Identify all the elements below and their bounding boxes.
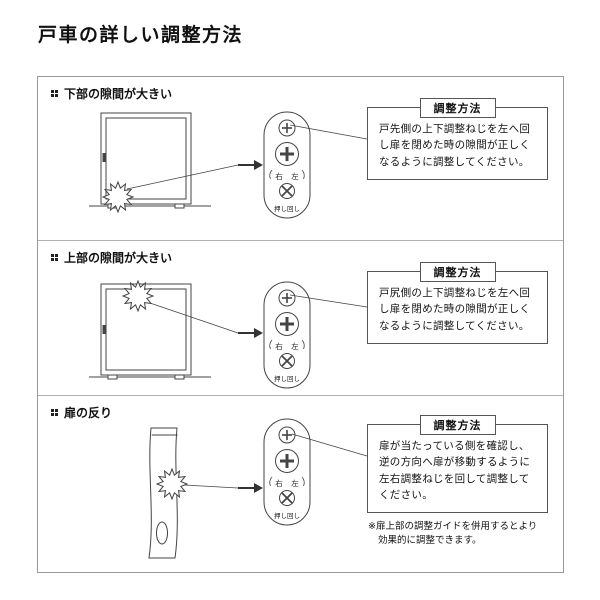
section-heading: 上部の隙間が大きい — [51, 249, 172, 266]
section-illustration: 右 左 押し回し — [89, 279, 368, 389]
updown-adjust-screw-icon — [275, 449, 299, 473]
content-frame: 下部の隙間が大きい — [37, 76, 564, 573]
top-screw-icon — [278, 119, 296, 137]
gap-starburst-icon — [101, 180, 135, 214]
section-illustration: 右 左 押し回し — [89, 111, 368, 219]
callout-pointer-line — [289, 124, 368, 140]
warp-starburst-icon — [155, 467, 189, 501]
label-push-turn: 押し回し — [274, 511, 300, 520]
gap-starburst-icon — [121, 279, 155, 313]
callout-body: 戸先側の上下調整ねじを左へ回し扉を閉めた時の隙間が正しくなるように調整してくださ… — [379, 123, 531, 168]
leader-line — [126, 164, 239, 190]
leftright-adjust-screw-icon — [279, 183, 295, 199]
section-heading-text: 下部の隙間が大きい — [64, 87, 173, 101]
callout: 調整方法 戸先側の上下調整ねじを左へ回し扉を閉めた時の隙間が正しくなるように調整… — [367, 98, 548, 180]
callout-body: 扉が当たっている側を確認し、逆の方向へ扉が移動するように左右調整ねじを回して調整… — [379, 440, 531, 501]
section-bullet-icon — [51, 409, 58, 416]
section-illustration: 右 左 押し回し — [148, 418, 368, 559]
label-push-turn: 押し回し — [274, 204, 300, 213]
callout-title: 調整方法 — [419, 98, 496, 118]
section-heading-text: 上部の隙間が大きい — [64, 251, 173, 265]
leader-line — [149, 302, 239, 334]
leftright-adjust-screw-icon — [279, 353, 295, 369]
callout: 調整方法 戸尻側の上下調整ねじを左へ回し扉を閉めた時の隙間が正しくなるように調整… — [367, 262, 548, 344]
top-screw-icon — [278, 426, 296, 444]
roller-mechanism: 右 左 押し回し — [263, 111, 311, 219]
updown-adjust-screw-icon — [275, 142, 299, 166]
leader-line — [183, 484, 239, 489]
label-push-turn: 押し回し — [274, 374, 300, 383]
arrow-icon — [238, 160, 263, 170]
section-bullet-icon — [51, 254, 58, 261]
section-bottom-gap: 下部の隙間が大きい — [38, 77, 563, 240]
callout-body: 戸尻側の上下調整ねじを左へ回し扉を閉めた時の隙間が正しくなるように調整してくださ… — [379, 287, 531, 332]
arrow-icon — [238, 328, 263, 338]
roller-mechanism: 右 左 押し回し — [263, 281, 311, 389]
section-heading: 下部の隙間が大きい — [51, 85, 172, 102]
label-right: 右 — [275, 478, 283, 488]
leftright-adjust-screw-icon — [279, 490, 295, 506]
page-title: 戸車の詳しい調整方法 — [38, 25, 244, 46]
label-left: 左 — [291, 341, 299, 351]
warped-door-illustration — [148, 427, 178, 559]
label-left: 左 — [291, 171, 299, 181]
section-heading-text: 扉の反り — [64, 406, 113, 420]
section-heading: 扉の反り — [51, 404, 112, 421]
callout-pointer-line — [289, 294, 368, 308]
section-bullet-icon — [51, 90, 58, 97]
callout-title: 調整方法 — [419, 262, 496, 282]
label-right: 右 — [275, 171, 283, 181]
callout-pointer-line — [291, 433, 368, 457]
label-left: 左 — [291, 478, 299, 488]
callout: 調整方法 扉が当たっている側を確認し、逆の方向へ扉が移動するように左右調整ねじを… — [367, 415, 548, 514]
door-illustration — [89, 283, 211, 380]
updown-adjust-screw-icon — [275, 312, 299, 336]
label-right: 右 — [275, 341, 283, 351]
callout-title: 調整方法 — [419, 415, 496, 435]
door-illustration — [89, 112, 211, 209]
section-door-warp: 扉の反り — [38, 395, 563, 570]
footnote: ※扉上部の調整ガイドを併用するとより効果的に調整できます。 — [368, 521, 538, 547]
roller-mechanism: 右 左 押し回し — [263, 418, 311, 526]
section-top-gap: 上部の隙間が大きい — [38, 240, 563, 395]
arrow-icon — [238, 483, 263, 493]
top-screw-icon — [278, 289, 296, 307]
